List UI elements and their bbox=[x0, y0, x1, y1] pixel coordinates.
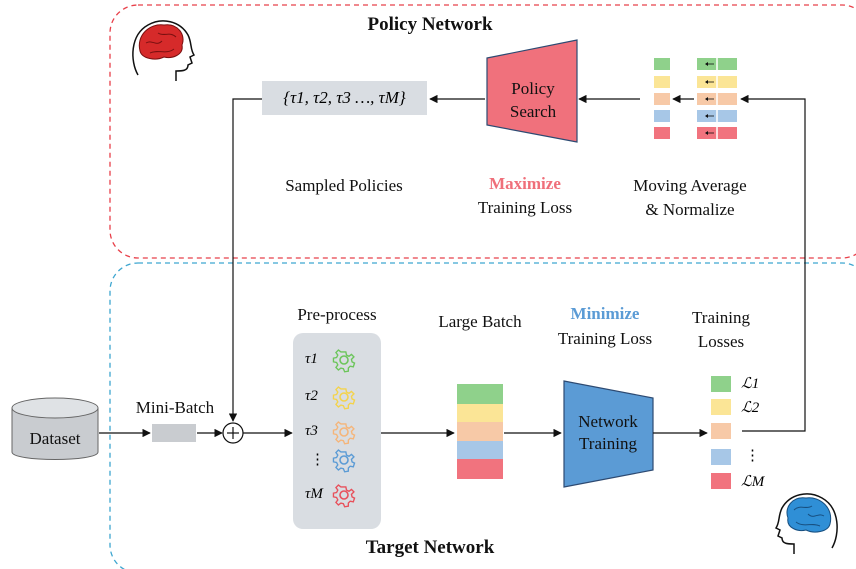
preprocess-box bbox=[293, 333, 381, 529]
normalize-label: & Normalize bbox=[645, 200, 735, 219]
loss-m-label: ℒM bbox=[741, 474, 765, 490]
minimize-training-loss-label: Training Loss bbox=[557, 329, 653, 348]
policy-network-boundary bbox=[109, 4, 856, 259]
arrow-policies-to-plus bbox=[228, 98, 262, 422]
database-icon bbox=[11, 397, 99, 460]
dataset-label: Dataset bbox=[29, 429, 81, 448]
network-training-label-2: Training bbox=[579, 434, 637, 453]
target-network-boundary bbox=[109, 262, 856, 569]
tau-3-label: τ3 bbox=[305, 423, 318, 439]
tau-2-label: τ2 bbox=[305, 388, 318, 404]
sampled-policies-label: Sampled Policies bbox=[285, 176, 403, 195]
maximize-training-loss-label: Training Loss bbox=[477, 198, 573, 217]
loss-1-label: ℒ1 bbox=[741, 376, 760, 392]
tau-1-label: τ1 bbox=[305, 351, 318, 367]
loss-ellipsis-label: ⋮ bbox=[745, 448, 760, 464]
brain-head-blue-icon bbox=[774, 493, 838, 554]
mini-batch-label: Mini-Batch bbox=[135, 398, 215, 417]
tau-m-label: τM bbox=[305, 486, 323, 502]
large-batch-label: Large Batch bbox=[438, 312, 522, 331]
network-training-block bbox=[563, 380, 654, 488]
moving-average-stack-left bbox=[654, 58, 670, 139]
brain-head-red-icon bbox=[132, 20, 196, 81]
policy-search-block bbox=[486, 39, 578, 143]
network-training-label-1: Network bbox=[578, 412, 638, 431]
training-losses-label-2: Losses bbox=[697, 332, 745, 351]
policy-search-label-1: Policy bbox=[511, 79, 555, 98]
preprocess-label: Pre-process bbox=[297, 305, 377, 324]
target-network-title: Target Network bbox=[365, 537, 495, 558]
training-losses-label-1: Training bbox=[692, 308, 750, 327]
maximize-label: Maximize bbox=[489, 174, 561, 193]
loss-2-label: ℒ2 bbox=[741, 400, 760, 416]
mini-batch-block bbox=[152, 424, 196, 442]
moving-average-stack-right bbox=[697, 56, 737, 142]
tau-ellipsis-label: ⋮ bbox=[310, 452, 325, 468]
moving-average-label: Moving Average bbox=[633, 176, 747, 195]
minimize-label: Minimize bbox=[570, 304, 640, 323]
plus-circle-icon bbox=[222, 422, 244, 444]
policy-search-label-2: Search bbox=[509, 102, 557, 121]
policy-network-title: Policy Network bbox=[367, 14, 493, 35]
large-batch-stack bbox=[457, 384, 503, 479]
arrow-losses-to-moving-average bbox=[740, 94, 806, 432]
training-losses-stack bbox=[711, 376, 731, 489]
sampled-policies-set: {τ1, τ2, τ3 …, τM} bbox=[262, 81, 427, 115]
